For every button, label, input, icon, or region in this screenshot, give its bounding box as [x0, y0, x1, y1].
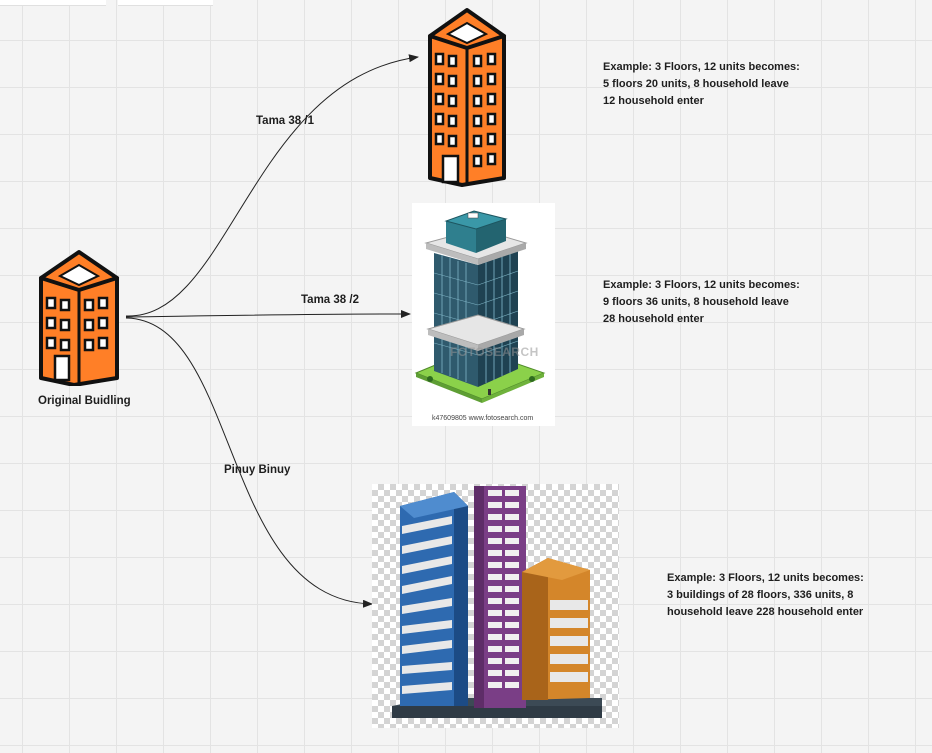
original-building-icon [39, 250, 119, 386]
pinuy-binuy-buildings-image [372, 484, 619, 728]
photo-watermark: FOTOSEARCH [450, 345, 539, 359]
top-tab-left[interactable] [0, 0, 106, 6]
tama-2-note: Example: 3 Floors, 12 units becomes: 9 f… [603, 277, 800, 328]
tama-2-building-photo: FOTOSEARCH k47609805 www.fotosearch.com [412, 203, 555, 426]
note-line: Example: 3 Floors, 12 units becomes: [667, 572, 864, 584]
arrow-tama-1[interactable] [125, 54, 419, 317]
arrow-tama-2[interactable] [125, 310, 411, 319]
note-line: 3 buildings of 28 floors, 336 units, 8 [667, 589, 854, 601]
original-building-label: Original Buidling [38, 395, 131, 407]
note-line: household leave 228 household enter [667, 606, 864, 618]
tama-1-building-icon [428, 8, 506, 187]
note-line: Example: 3 Floors, 12 units becomes: [603, 61, 800, 73]
pinuy-binuy-note: Example: 3 Floors, 12 units becomes: 3 b… [667, 570, 864, 621]
arrow-pinuy[interactable] [125, 317, 373, 608]
pinuy-binuy-label: Pinuy Binuy [224, 464, 291, 476]
note-line: Example: 3 Floors, 12 units becomes: [603, 279, 800, 291]
note-line: 5 floors 20 units, 8 household leave [603, 78, 789, 90]
tama-1-label: Tama 38 /1 [256, 115, 314, 127]
note-line: 9 floors 36 units, 8 household leave [603, 296, 789, 308]
photo-caption: k47609805 www.fotosearch.com [432, 415, 534, 422]
top-tab-right[interactable] [118, 0, 213, 6]
note-line: 12 household enter [603, 95, 704, 107]
note-line: 28 household enter [603, 313, 704, 325]
tama-2-label: Tama 38 /2 [301, 294, 359, 306]
tama-1-note: Example: 3 Floors, 12 units becomes: 5 f… [603, 59, 800, 110]
